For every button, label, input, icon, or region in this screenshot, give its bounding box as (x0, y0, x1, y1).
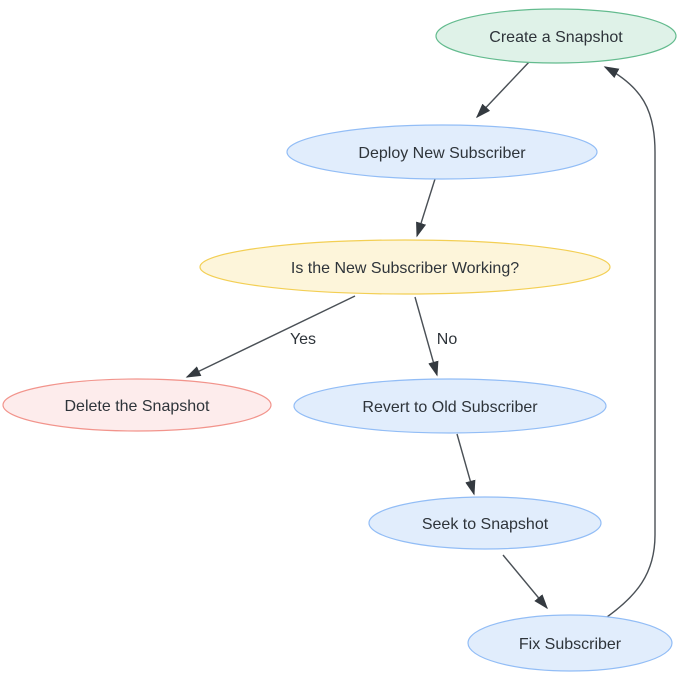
node-is-new-subscriber-working-label: Is the New Subscriber Working? (291, 260, 519, 277)
node-seek-to-snapshot-shape (368, 496, 602, 550)
node-delete-the-snapshot-label: Delete the Snapshot (65, 398, 211, 415)
edge-label-no: No (437, 331, 458, 348)
node-seek-to-snapshot-label: Seek to Snapshot (422, 516, 549, 533)
edge-layer: Yes No (185, 60, 656, 618)
node-seek-to-snapshot: Seek to Snapshot (368, 496, 602, 550)
node-revert-to-old-subscriber: Revert to Old Subscriber (293, 378, 607, 434)
edge-fix-to-create-loop (603, 66, 656, 618)
edge-create-to-deploy (475, 60, 531, 119)
node-create-snapshot-shape (435, 8, 677, 64)
edge-deploy-to-working (416, 178, 436, 238)
node-deploy-new-subscriber-label: Deploy New Subscriber (358, 145, 526, 162)
node-is-new-subscriber-working-shape (199, 239, 611, 295)
node-is-new-subscriber-working: Is the New Subscriber Working? (199, 239, 611, 295)
node-revert-to-old-subscriber-shape (293, 378, 607, 434)
node-fix-subscriber-shape (467, 614, 673, 672)
node-fix-subscriber: Fix Subscriber (467, 614, 673, 672)
node-delete-the-snapshot-shape (2, 378, 272, 432)
edge-label-yes: Yes (290, 331, 316, 348)
edge-working-to-revert-no (414, 296, 439, 377)
node-deploy-new-subscriber: Deploy New Subscriber (286, 124, 598, 180)
node-deploy-new-subscriber-shape (286, 124, 598, 180)
node-delete-the-snapshot: Delete the Snapshot (2, 378, 272, 432)
edge-working-to-delete-yes (185, 295, 356, 378)
node-fix-subscriber-label: Fix Subscriber (519, 636, 622, 653)
node-create-snapshot: Create a Snapshot (435, 8, 677, 64)
edge-revert-to-seek (456, 433, 476, 496)
node-create-snapshot-label: Create a Snapshot (489, 29, 623, 46)
edge-seek-to-fix (502, 554, 548, 610)
node-revert-to-old-subscriber-label: Revert to Old Subscriber (362, 399, 538, 416)
